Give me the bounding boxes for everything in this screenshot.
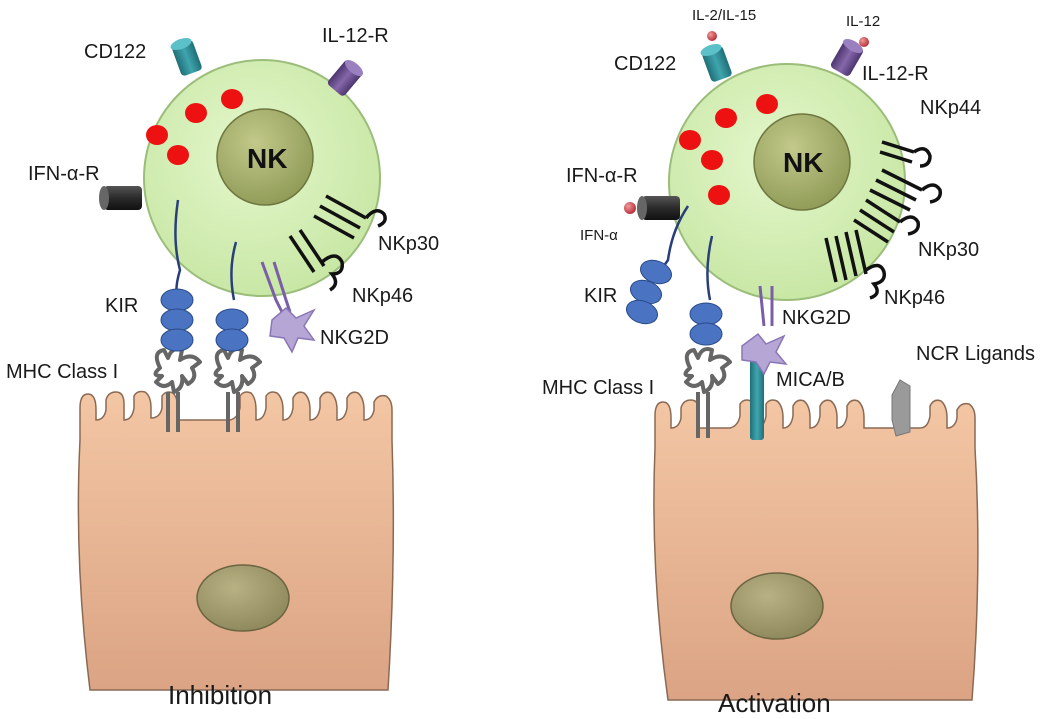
il12r-receptor-left: [327, 59, 364, 96]
nkg2d-label-right: NKG2D: [782, 307, 851, 329]
mica-label: MICA/B: [776, 369, 845, 391]
cd122-label-left: CD122: [84, 41, 146, 63]
target-cell-body: [77, 390, 395, 691]
mhc-class-i-left-1: [153, 347, 202, 432]
mhc-class-i-left-2: [213, 347, 262, 432]
nkg2d-receptor-left: [260, 261, 316, 354]
il2-il15-cytokine: [707, 31, 717, 41]
kir-receptor-right-2: [689, 235, 723, 346]
granules-right: [679, 94, 778, 205]
activation-title: Activation: [718, 688, 831, 718]
nkp44-receptor-right: [879, 140, 932, 168]
mhc-label-right: MHC Class I: [542, 377, 654, 399]
activation-panel: MICA/B NCR Ligands NK IL-2/IL-15 CD122: [542, 7, 1035, 718]
nkg2d-label-left: NKG2D: [320, 327, 389, 349]
kir-receptor-right-1: [626, 205, 690, 325]
nkp30-receptor-right: [853, 168, 943, 244]
target-cell-nucleus: [730, 572, 824, 640]
cd122-label-right: CD122: [614, 53, 676, 75]
il12r-label-left: IL-12-R: [322, 25, 389, 47]
nkp30-receptor-left: [313, 194, 387, 240]
nkp44-label: NKp44: [920, 97, 981, 119]
nkg2d-receptor-right: [741, 285, 788, 376]
nkp46-label-right: NKp46: [884, 287, 945, 309]
mica-b-ligand: [750, 360, 764, 440]
inhibition-panel: NK CD122 IL-12-R IFN-α-R: [6, 25, 439, 710]
ifna-cytokine: [624, 202, 636, 214]
granules-left: [146, 89, 243, 165]
nk-label-right: NK: [783, 147, 823, 178]
il12r-label-right: IL-12-R: [862, 63, 929, 85]
il12-cytokine: [859, 37, 869, 47]
ifna-label: IFN-α: [580, 227, 618, 244]
nk-label-left: NK: [247, 143, 287, 174]
kir-label-right: KIR: [584, 285, 617, 307]
nkp46-receptor-left: [288, 229, 345, 292]
cd122-receptor-left: [170, 37, 202, 76]
mhc-class-i-right: [683, 347, 732, 438]
ifnar-receptor-left: [99, 186, 142, 210]
kir-label-left: KIR: [105, 295, 138, 317]
inhibition-title: Inhibition: [168, 680, 272, 710]
ifnar-label-right: IFN-α-R: [566, 165, 638, 187]
nkp46-receptor-right: [824, 229, 887, 300]
nkp46-label-left: NKp46: [352, 285, 413, 307]
nk-nucleus-right: [753, 113, 851, 211]
nkp30-label-left: NKp30: [378, 233, 439, 255]
kir-receptor-left-1: [160, 199, 194, 352]
target-cell-right: [653, 399, 979, 701]
nk-nucleus-left: [216, 108, 314, 206]
ifnar-label-left: IFN-α-R: [28, 163, 100, 185]
mhc-label-left: MHC Class I: [6, 361, 118, 383]
target-cell-left: [77, 390, 395, 691]
kir-receptor-left-2: [215, 241, 249, 352]
ncr-ligand: [891, 379, 911, 437]
il12-label: IL-12: [846, 13, 880, 30]
il12r-receptor-right: [830, 37, 869, 76]
cd122-receptor-right: [700, 31, 732, 82]
nkp30-label-right: NKp30: [918, 239, 979, 261]
target-cell-nucleus: [196, 564, 290, 632]
ncr-ligands-label: NCR Ligands: [916, 343, 1035, 365]
target-cell-body: [653, 399, 979, 701]
il2-il15-label: IL-2/IL-15: [692, 7, 756, 24]
ifnar-receptor-right: [624, 196, 680, 220]
